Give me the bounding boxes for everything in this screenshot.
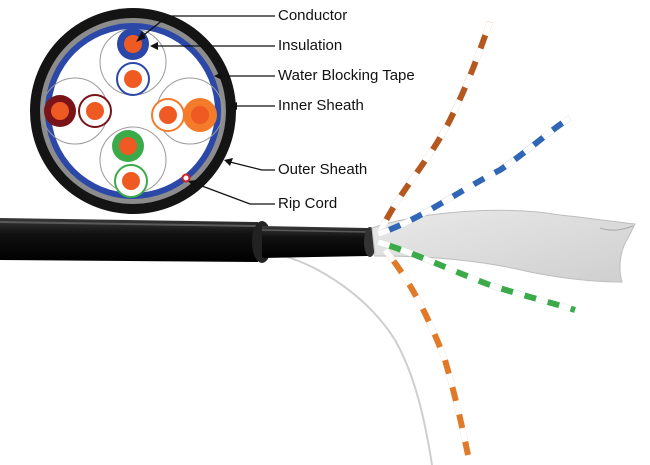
leader-rip-cord <box>193 182 275 205</box>
rip-cord-dot <box>181 173 191 183</box>
label-conductor: Conductor <box>278 7 348 24</box>
cable-cross-section <box>30 8 236 214</box>
label-water-blocking-tape: Water Blocking Tape <box>278 67 415 84</box>
leader-arrowheads <box>136 31 237 187</box>
leader-conductor <box>139 15 275 39</box>
label-inner-sheath: Inner Sheath <box>278 97 364 114</box>
label-insulation: Insulation <box>278 37 343 54</box>
leader-outer-sheath <box>229 161 275 171</box>
leader-lines <box>139 15 275 205</box>
blue-pair <box>377 115 572 237</box>
water-blocking-tape <box>371 209 636 283</box>
label-rip-cord: Rip Cord <box>278 195 338 212</box>
green-pair <box>377 239 576 313</box>
outer-jacket <box>0 218 272 263</box>
rip-cord-thread <box>267 251 433 465</box>
brown-pair <box>377 20 493 234</box>
orange-pair <box>382 248 471 456</box>
inner-sheath-section <box>261 226 376 258</box>
label-outer-sheath: Outer Sheath <box>278 161 368 178</box>
